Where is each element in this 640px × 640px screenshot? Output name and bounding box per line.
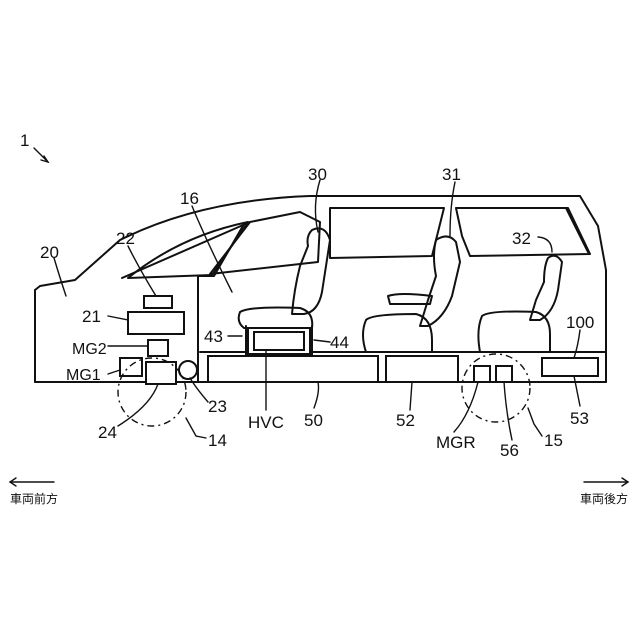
direction-rear xyxy=(584,478,628,486)
direction-front xyxy=(10,478,54,486)
label-unit-24: 24 xyxy=(98,423,117,442)
label-unit-53: 53 xyxy=(570,409,589,428)
rear-wheel xyxy=(462,354,530,422)
label-direction-front: 車両前方 xyxy=(10,491,58,506)
label-unit-56: 56 xyxy=(500,441,519,460)
seat-rear xyxy=(478,256,562,352)
label-front-compartment: 20 xyxy=(40,243,59,262)
mgr-box xyxy=(474,366,490,382)
label-vehicle: 1 xyxy=(20,131,29,150)
unit-53 xyxy=(542,358,598,376)
label-rear-wheel: 15 xyxy=(544,431,563,450)
mg1-box xyxy=(120,358,142,376)
unit-56-box xyxy=(496,366,512,382)
unit-22 xyxy=(144,296,172,308)
label-mgr: MGR xyxy=(436,433,476,452)
hvc-assembly xyxy=(246,326,312,356)
seat-front xyxy=(239,228,330,328)
label-unit-22: 22 xyxy=(116,229,135,248)
label-unit-23: 23 xyxy=(208,397,227,416)
label-direction-rear: 車両後方 xyxy=(580,491,628,506)
label-battery-52: 52 xyxy=(396,411,415,430)
label-battery-50: 50 xyxy=(304,411,323,430)
leader-lines xyxy=(34,148,580,440)
label-unit-21: 21 xyxy=(82,307,101,326)
label-seat-rear: 32 xyxy=(512,229,531,248)
label-seat-front: 30 xyxy=(308,165,327,184)
unit-21 xyxy=(128,312,184,334)
label-mg2: MG2 xyxy=(72,341,107,358)
battery-52 xyxy=(386,356,458,382)
mg2-box xyxy=(148,340,168,356)
battery-50 xyxy=(208,356,378,382)
label-front-wheel: 14 xyxy=(208,431,227,450)
label-cabin: 16 xyxy=(180,189,199,208)
label-hvc: HVC xyxy=(248,413,284,432)
unit-23-circle xyxy=(179,361,197,379)
label-mg1: MG1 xyxy=(66,367,101,384)
label-seat-middle: 31 xyxy=(442,165,461,184)
label-unit-43: 43 xyxy=(204,327,223,346)
seat-middle xyxy=(363,236,460,352)
unit-24-box xyxy=(146,362,176,384)
label-unit-44: 44 xyxy=(330,333,349,352)
label-unit-100: 100 xyxy=(566,313,594,332)
